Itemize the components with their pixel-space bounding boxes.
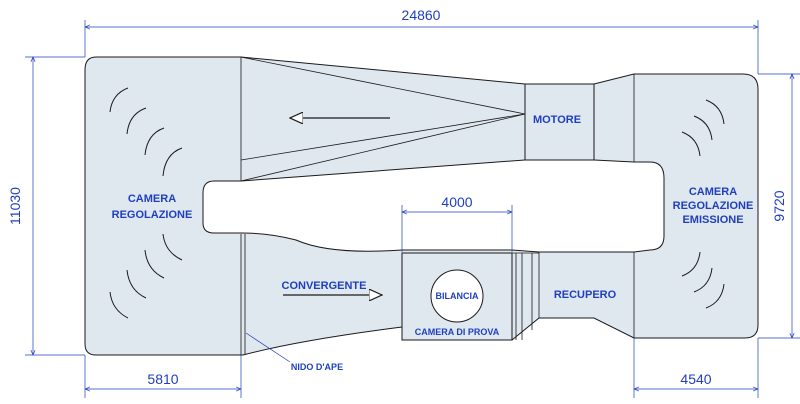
label-left-chamber-1: CAMERA [128,193,176,205]
tunnel-body [84,56,759,356]
dim-total-length: 24860 [402,7,441,23]
label-balance: BILANCIA [436,291,479,301]
dim-left-chamber-width: 5810 [147,371,178,387]
corner-vanes [109,87,725,319]
diffuser-line-2 [240,113,526,182]
label-motor: MOTORE [533,114,581,126]
label-convergent: CONVERGENTE [282,280,367,292]
label-honeycomb: NIDO D'APE [291,362,343,372]
label-right-chamber-1: CAMERA [689,186,737,198]
dim-right-chamber-width: 4540 [680,371,711,387]
dim-test-chamber-length: 4000 [441,194,472,210]
dim-total-height-right: 9720 [771,190,787,221]
label-recovery: RECUPERO [554,289,617,301]
dim-total-height-left: 11030 [7,187,23,225]
label-right-chamber-2: REGOLAZIONE [673,200,754,212]
label-test-chamber: CAMERA DI PROVA [415,327,500,337]
motor-section [524,83,595,161]
label-left-chamber-2: REGOLAZIONE [112,209,193,221]
label-right-chamber-3: EMISSIONE [682,214,743,226]
dimension-lines [25,20,800,398]
balance-circle [430,269,484,323]
diffuser-line-1 [240,56,526,115]
diffuser-line-3 [240,113,526,161]
tunnel-inner-core [202,159,665,253]
